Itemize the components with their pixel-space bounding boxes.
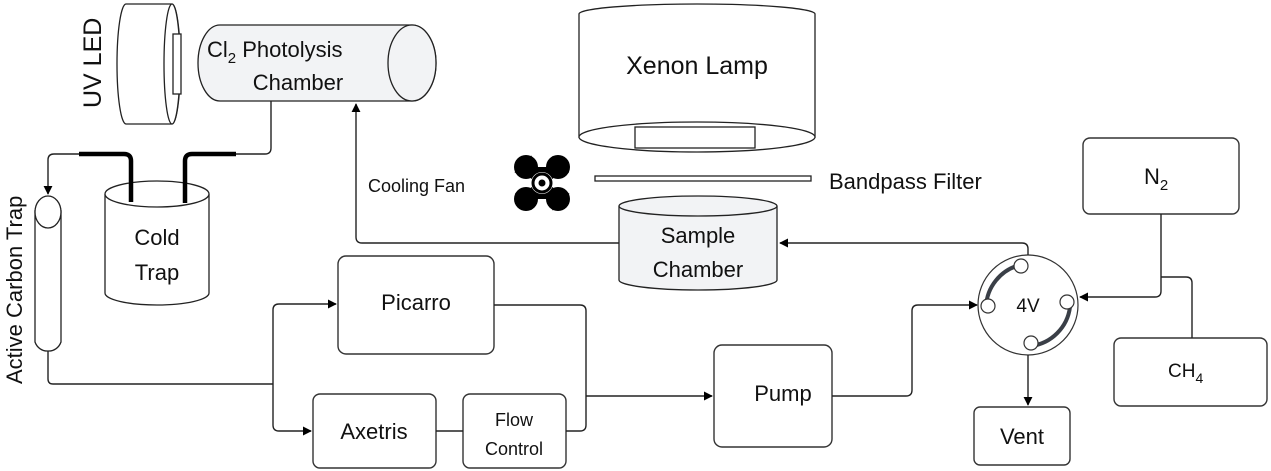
carbon-trap-label: Active Carbon Trap [2,196,27,384]
fan-icon [514,155,570,211]
sample-chamber-label-line1: Sample [661,223,736,248]
flow-pump-to-valve [832,300,978,397]
flow-control-label-line2: Control [485,439,543,459]
picarro-label: Picarro [381,290,451,315]
cold-trap-outlet-tube [182,151,236,203]
n2-label: N2 [1144,164,1168,194]
photolysis-chamber-label-line1: Cl2 Photolysis [207,37,343,67]
flow-junction-to-picarro [272,299,337,384]
vent-box [973,406,1071,466]
uv-led-label: UV LED [79,18,107,108]
valve-port-right [1059,294,1075,310]
pump: Pump [713,344,833,448]
cold-trap-label-line1: Cold [134,225,179,250]
bandpass-filter-label: Bandpass Filter [829,169,982,194]
flow-valve-to-sample [779,238,1029,255]
flow-n2-to-valve [1079,214,1162,302]
uv-led-emitter [172,33,182,95]
xenon-lamp-window [634,126,756,149]
vent-label: Vent [1000,424,1044,449]
carbon-trap-top [34,195,62,229]
cooling-fan-label: Cooling Fan [368,176,465,196]
sample-chamber: Sample Chamber [618,195,778,291]
xenon-lamp: Xenon Lamp [578,3,816,153]
photolysis-chamber-end [387,24,437,102]
n2-box [1082,137,1240,215]
sample-chamber-top [618,195,778,217]
ch4-label: CH4 [1168,361,1203,386]
n2-cylinder: N2 [1082,137,1240,215]
uv-led: UV LED [79,3,182,125]
flow-control: Flow Control [462,393,567,469]
flow-flowcontrol-to-merge [566,396,587,432]
flow-junction-to-axetris [272,384,312,436]
cold-trap-inlet-tube [79,151,134,202]
xenon-lamp-label: Xenon Lamp [626,52,768,80]
four-way-valve: 4V [977,254,1079,356]
xenon-lamp-body [578,3,816,138]
flow-coldtrap-to-carbontrap [43,153,79,195]
cooling-fan: Cooling Fan [368,155,570,211]
cold-trap: Cold Trap [104,180,210,306]
flow-ch4-to-n2line [1161,276,1193,338]
sample-chamber-label-line2: Chamber [653,257,743,282]
picarro: Picarro [337,255,495,355]
valve-port-bottom [1023,335,1039,351]
flow-picarro-to-merge [494,304,587,396]
photolysis-chamber-label-line2: Chamber [253,70,343,95]
photolysis-chamber: Cl2 Photolysis Chamber [197,24,437,102]
bandpass-filter [594,175,812,182]
cold-trap-body [104,194,210,306]
cold-trap-top [104,180,210,208]
valve-label: 4V [1016,296,1040,317]
carbon-trap-body [34,210,62,352]
flow-control-label-line1: Flow [495,410,534,430]
pump-label: Pump [754,381,811,406]
ch4-box [1113,337,1268,407]
carbon-trap: Active Carbon Trap [2,195,62,384]
cold-trap-label-line2: Trap [135,260,179,285]
axetris-label: Axetris [340,419,407,444]
valve-port-top [1013,258,1029,274]
flow-sample-to-photolysis [351,103,619,244]
axetris: Axetris [312,393,437,469]
sample-chamber-body [618,206,778,291]
vent: Vent [973,406,1071,466]
flow-photolysis-to-coldtrap [236,101,272,155]
valve-port-left [980,298,996,314]
ch4-cylinder: CH4 [1113,337,1268,407]
flow-carbontrap-to-junction [47,351,273,385]
